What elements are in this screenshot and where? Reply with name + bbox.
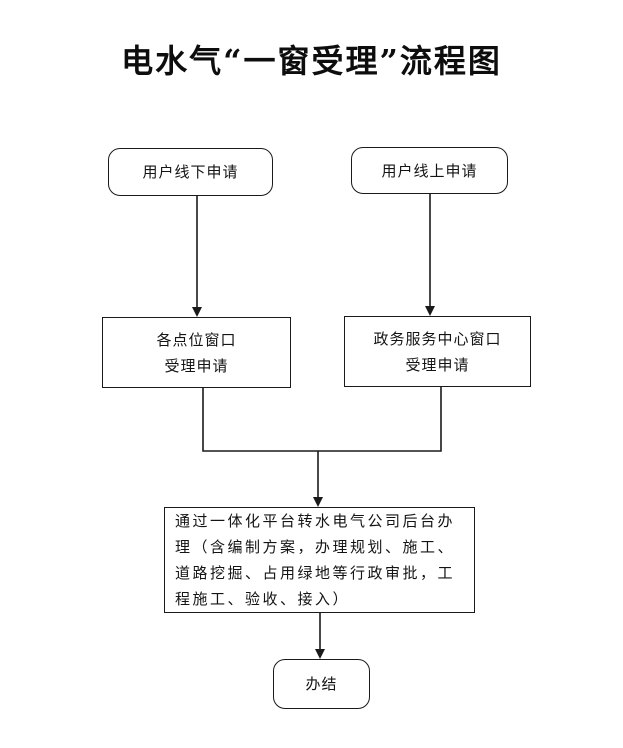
node-platform-process-label: 通过一体化平台转水电气公司后台办理（含编制方案，办理规划、施工、道路挖掘、占用绿… — [175, 512, 456, 608]
node-offline-application: 用户线下申请 — [108, 148, 273, 196]
node-center-window-label: 政务服务中心窗口 受理申请 — [373, 329, 502, 374]
page-title: 电水气“一窗受理”流程图 — [121, 42, 502, 80]
node-point-window: 各点位窗口 受理申请 — [102, 317, 291, 388]
node-online-label: 用户线上申请 — [381, 161, 478, 180]
node-offline-label: 用户线下申请 — [142, 163, 239, 181]
node-end: 办结 — [273, 659, 370, 709]
merge-connector — [202, 387, 442, 452]
node-online-application: 用户线上申请 — [351, 147, 508, 194]
node-end-label: 办结 — [305, 675, 338, 693]
node-platform-process: 通过一体化平台转水电气公司后台办理（含编制方案，办理规划、施工、道路挖掘、占用绿… — [164, 507, 475, 613]
node-center-window: 政务服务中心窗口 受理申请 — [344, 316, 531, 387]
node-point-window-label: 各点位窗口 受理申请 — [156, 330, 237, 375]
